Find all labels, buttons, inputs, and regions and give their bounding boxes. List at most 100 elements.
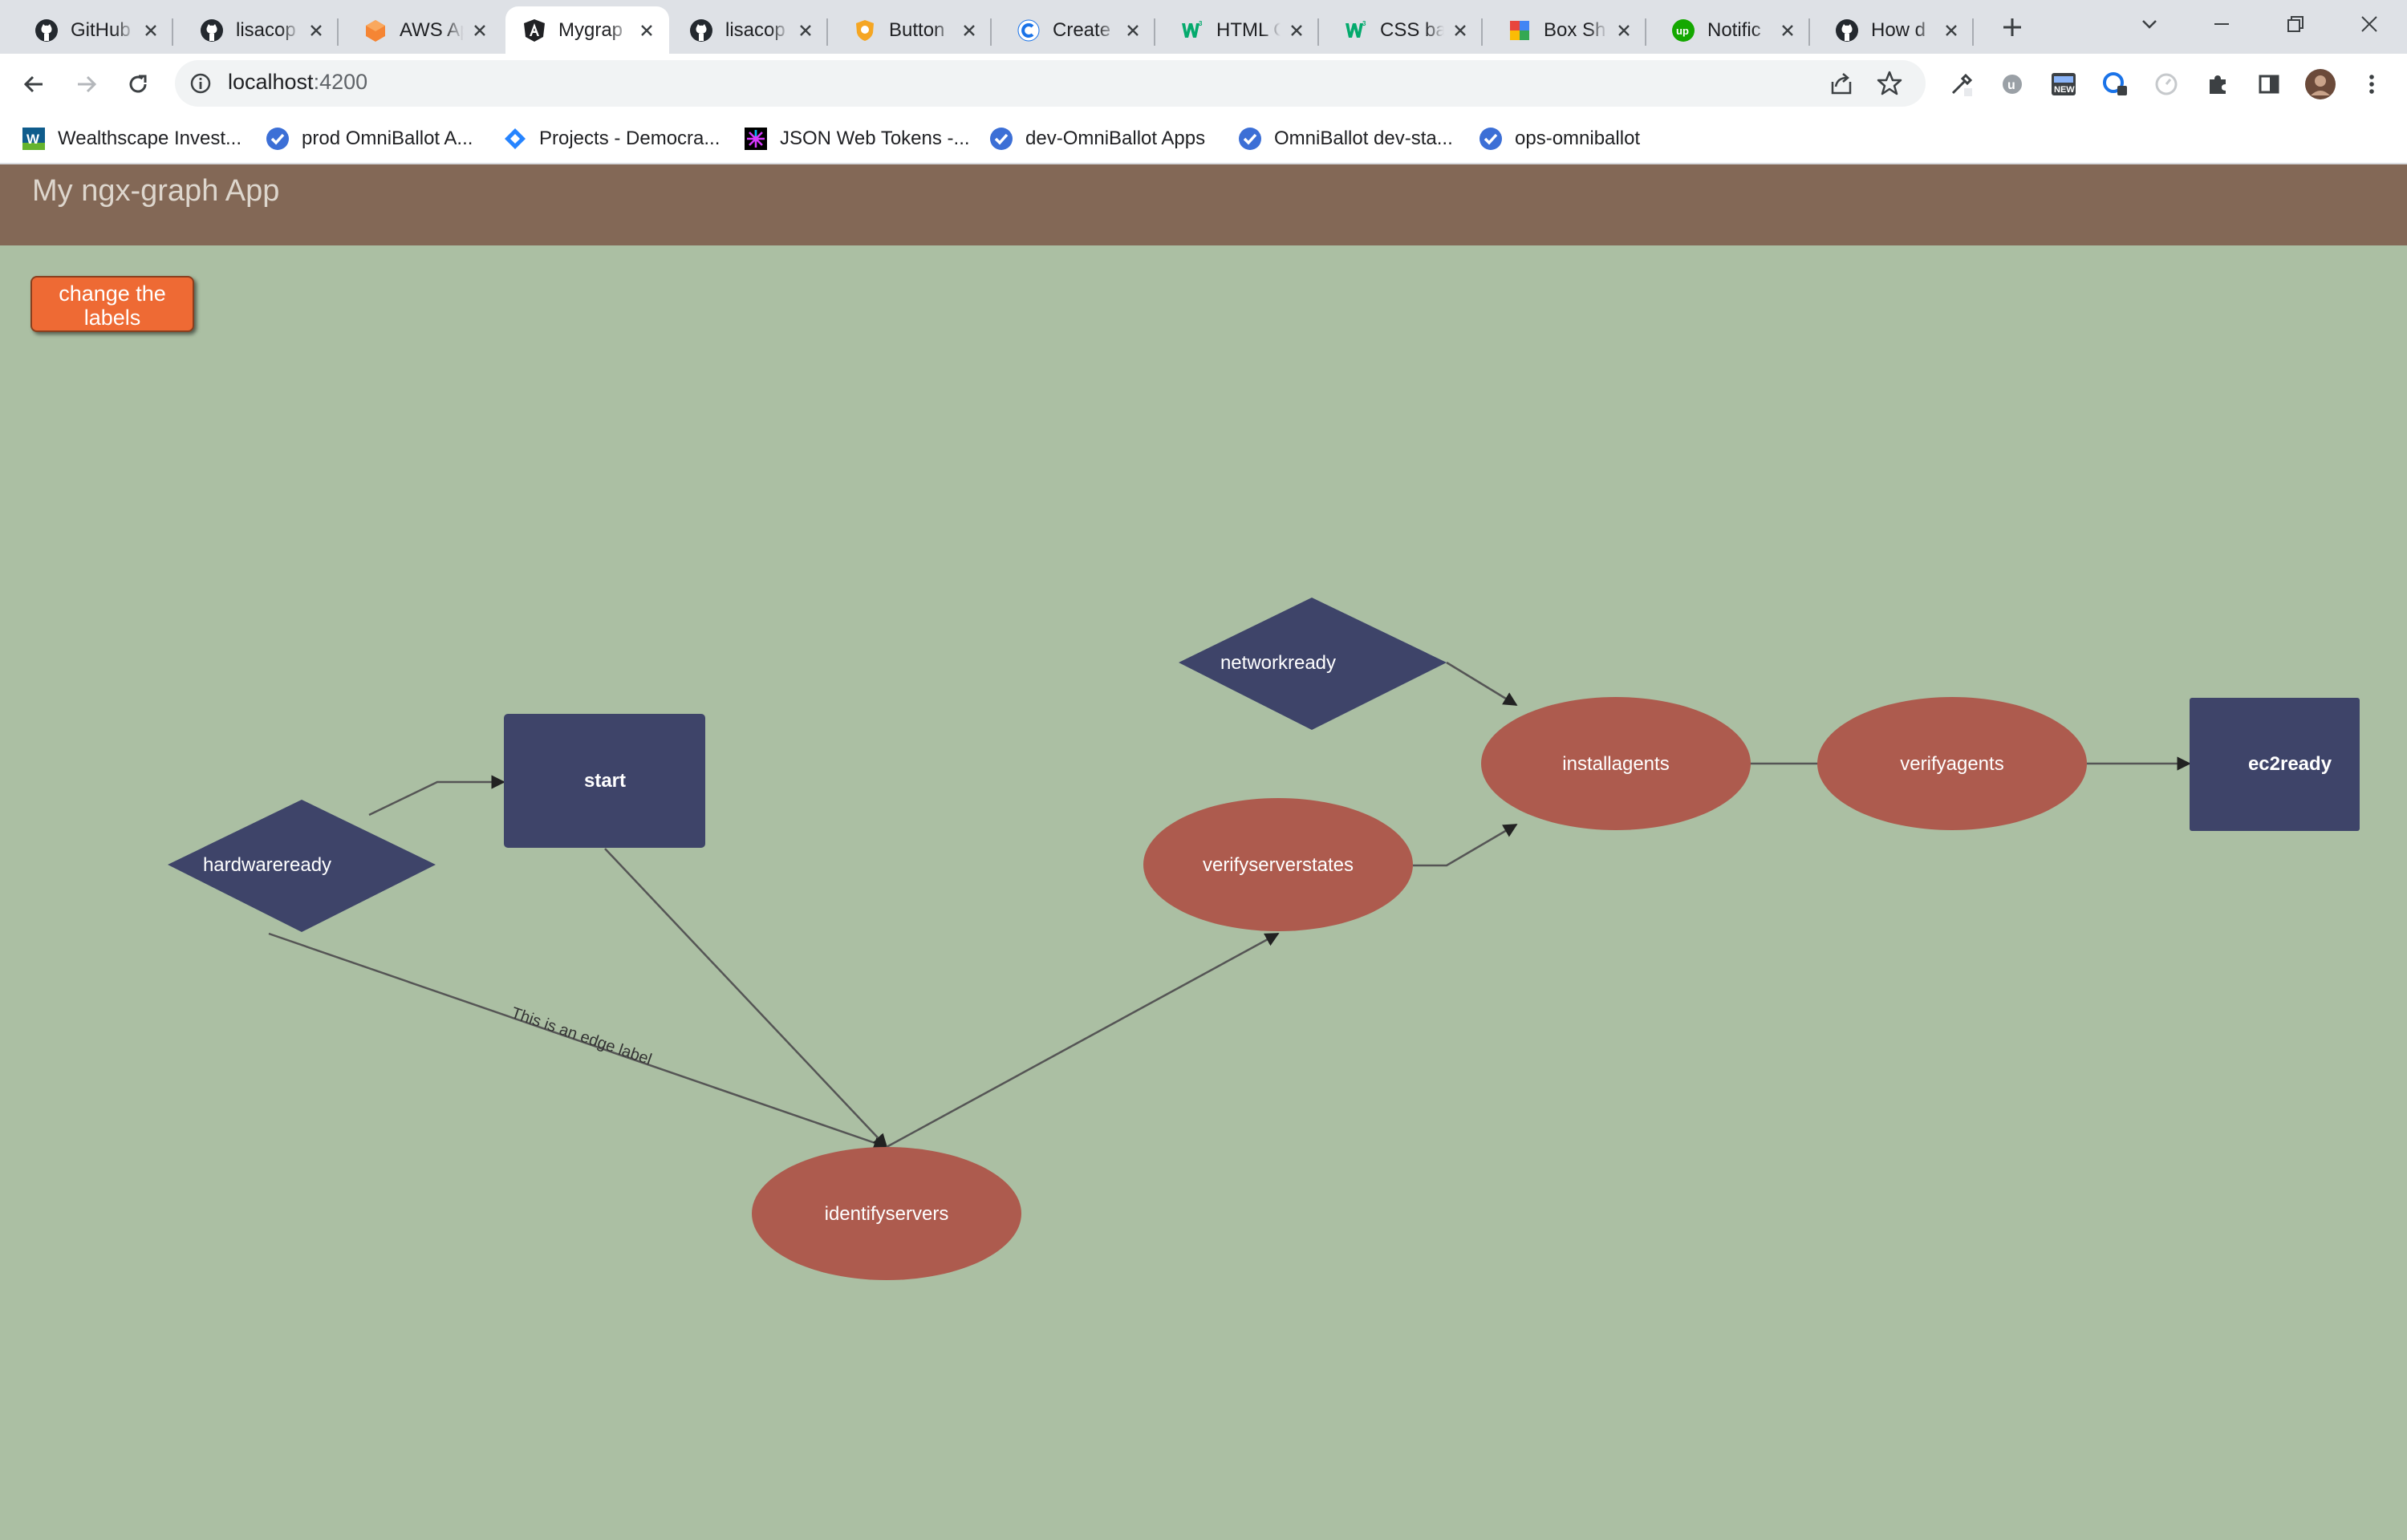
share-icon[interactable]: [1828, 71, 1855, 98]
profile-avatar[interactable]: [2304, 68, 2336, 100]
tab-title: Create: [1053, 18, 1111, 41]
close-icon[interactable]: [958, 19, 980, 42]
check-badge-icon: [988, 126, 1014, 152]
node-hardwareready[interactable]: hardwareready: [168, 800, 436, 932]
reload-button[interactable]: [122, 68, 154, 100]
bookmark-wealthscape[interactable]: W Wealthscape Invest...: [21, 123, 242, 155]
side-panel-button[interactable]: [2253, 68, 2285, 100]
tab-create[interactable]: Create: [1000, 6, 1155, 54]
tab-lisacop-2[interactable]: lisacop: [672, 6, 828, 54]
node-label: ec2ready: [2248, 753, 2332, 775]
tab-box-shadow[interactable]: Box Sh: [1491, 6, 1646, 54]
close-icon[interactable]: [469, 19, 491, 42]
graph-canvas: This is an edge label start hardwareread…: [168, 598, 2360, 1280]
bookmark-dev-omniballot[interactable]: dev-OmniBallot Apps: [988, 123, 1205, 155]
eyedropper-icon: [1951, 73, 1973, 96]
node-verifyserverstates[interactable]: verifyserverstates: [1143, 798, 1413, 931]
close-icon[interactable]: [1122, 19, 1144, 42]
browser-toolbar: localhost:4200 u NEW: [0, 54, 2407, 113]
eyedropper-extension[interactable]: [1946, 68, 1978, 100]
tab-button[interactable]: Button: [836, 6, 992, 54]
minimize-icon: [2214, 23, 2229, 25]
puzzle-icon: [2210, 75, 2226, 94]
close-icon[interactable]: [635, 19, 658, 42]
password-extension[interactable]: [2099, 68, 2131, 100]
node-label: verifyagents: [1900, 753, 2003, 775]
tab-title: Box Sh: [1544, 18, 1606, 41]
minimize-button[interactable]: [2186, 0, 2258, 48]
ublock-extension[interactable]: u: [1996, 68, 2028, 100]
tab-title: How d: [1871, 18, 1926, 41]
jira-icon: [502, 126, 528, 152]
timer-icon: [2155, 73, 2178, 95]
tab-css[interactable]: 3 CSS ba: [1327, 6, 1483, 54]
bookmark-ops-omniballot[interactable]: ops-omniballot: [1478, 123, 1640, 155]
bookmark-prod-omniballot[interactable]: prod OmniBallot A...: [265, 123, 473, 155]
tab-notifications[interactable]: up Notific: [1654, 6, 1810, 54]
tab-html[interactable]: 3 HTML C: [1163, 6, 1319, 54]
close-icon[interactable]: [1940, 19, 1963, 42]
extensions-button[interactable]: [2202, 68, 2234, 100]
node-start[interactable]: start: [504, 714, 705, 848]
node-label: verifyserverstates: [1203, 854, 1354, 876]
close-window-button[interactable]: [2333, 0, 2405, 48]
info-icon[interactable]: [188, 71, 213, 96]
edge-identifyservers-verifyserverstates: [886, 932, 1280, 1149]
url-text: localhost:4200: [228, 70, 368, 94]
close-icon[interactable]: [305, 19, 327, 42]
github-icon: [199, 18, 225, 43]
tab-separator: [826, 18, 828, 46]
tab-title: CSS ba: [1380, 18, 1444, 41]
codepen-icon: [1016, 18, 1041, 43]
edge-verifyserverstates-installagents: [1413, 823, 1518, 867]
close-icon[interactable]: [1776, 19, 1799, 42]
back-button[interactable]: [18, 68, 50, 100]
close-icon[interactable]: [1285, 19, 1308, 42]
github-icon: [1834, 18, 1860, 43]
restore-button[interactable]: [2259, 0, 2332, 48]
plus-icon: [2003, 18, 2021, 36]
check-badge-icon: [1478, 126, 1504, 152]
tab-lisacop[interactable]: lisacop: [183, 6, 339, 54]
close-icon[interactable]: [794, 19, 817, 42]
close-icon[interactable]: [1449, 19, 1471, 42]
github-icon: [34, 18, 59, 43]
bookmark-omniballot-dev-sta[interactable]: OmniBallot dev-sta...: [1237, 123, 1453, 155]
node-networkready[interactable]: networkready: [1179, 598, 1447, 730]
bookmark-star-icon[interactable]: [1876, 70, 1903, 97]
node-label: start: [584, 770, 626, 792]
bookmark-projects[interactable]: Projects - Democra...: [502, 123, 720, 155]
new-tab-button[interactable]: [1996, 11, 2028, 43]
node-identifyservers[interactable]: identifyservers: [752, 1147, 1021, 1280]
svg-text:3: 3: [1199, 20, 1203, 27]
timer-extension[interactable]: [2150, 68, 2182, 100]
edge-networkready-installagents: [1446, 661, 1518, 707]
tab-how-do[interactable]: How d: [1818, 6, 1974, 54]
shield-icon: [852, 18, 878, 43]
new-extension[interactable]: NEW: [2048, 68, 2080, 100]
address-bar[interactable]: localhost:4200: [175, 60, 1926, 107]
node-installagents[interactable]: installagents: [1481, 697, 1751, 830]
tab-search-button[interactable]: [2113, 0, 2186, 48]
tab-github[interactable]: GitHub: [18, 6, 173, 54]
github-icon: [688, 18, 714, 43]
more-vertical-icon: [2369, 75, 2374, 94]
svg-text:up: up: [1676, 25, 1689, 37]
tab-title: AWS Ap: [400, 18, 464, 41]
change-labels-button[interactable]: change the labels: [30, 276, 194, 332]
svg-text:W: W: [26, 132, 40, 147]
svg-text:NEW: NEW: [2054, 85, 2075, 95]
tab-separator: [1317, 18, 1319, 46]
browser-menu-button[interactable]: [2356, 68, 2388, 100]
restore-icon: [2287, 16, 2303, 32]
node-ec2ready[interactable]: ec2ready: [2190, 698, 2360, 831]
forward-button[interactable]: [71, 68, 103, 100]
node-label: identifyservers: [825, 1203, 949, 1225]
close-icon[interactable]: [1613, 19, 1635, 42]
node-verifyagents[interactable]: verifyagents: [1817, 697, 2087, 830]
bookmark-jwt[interactable]: JSON Web Tokens -...: [743, 123, 970, 155]
bookmarks-bar: W Wealthscape Invest... prod OmniBallot …: [0, 113, 2407, 164]
tab-mygraph[interactable]: Mygrap: [505, 6, 669, 54]
close-icon[interactable]: [140, 19, 162, 42]
tab-aws-amplify[interactable]: AWS Ap: [347, 6, 502, 54]
